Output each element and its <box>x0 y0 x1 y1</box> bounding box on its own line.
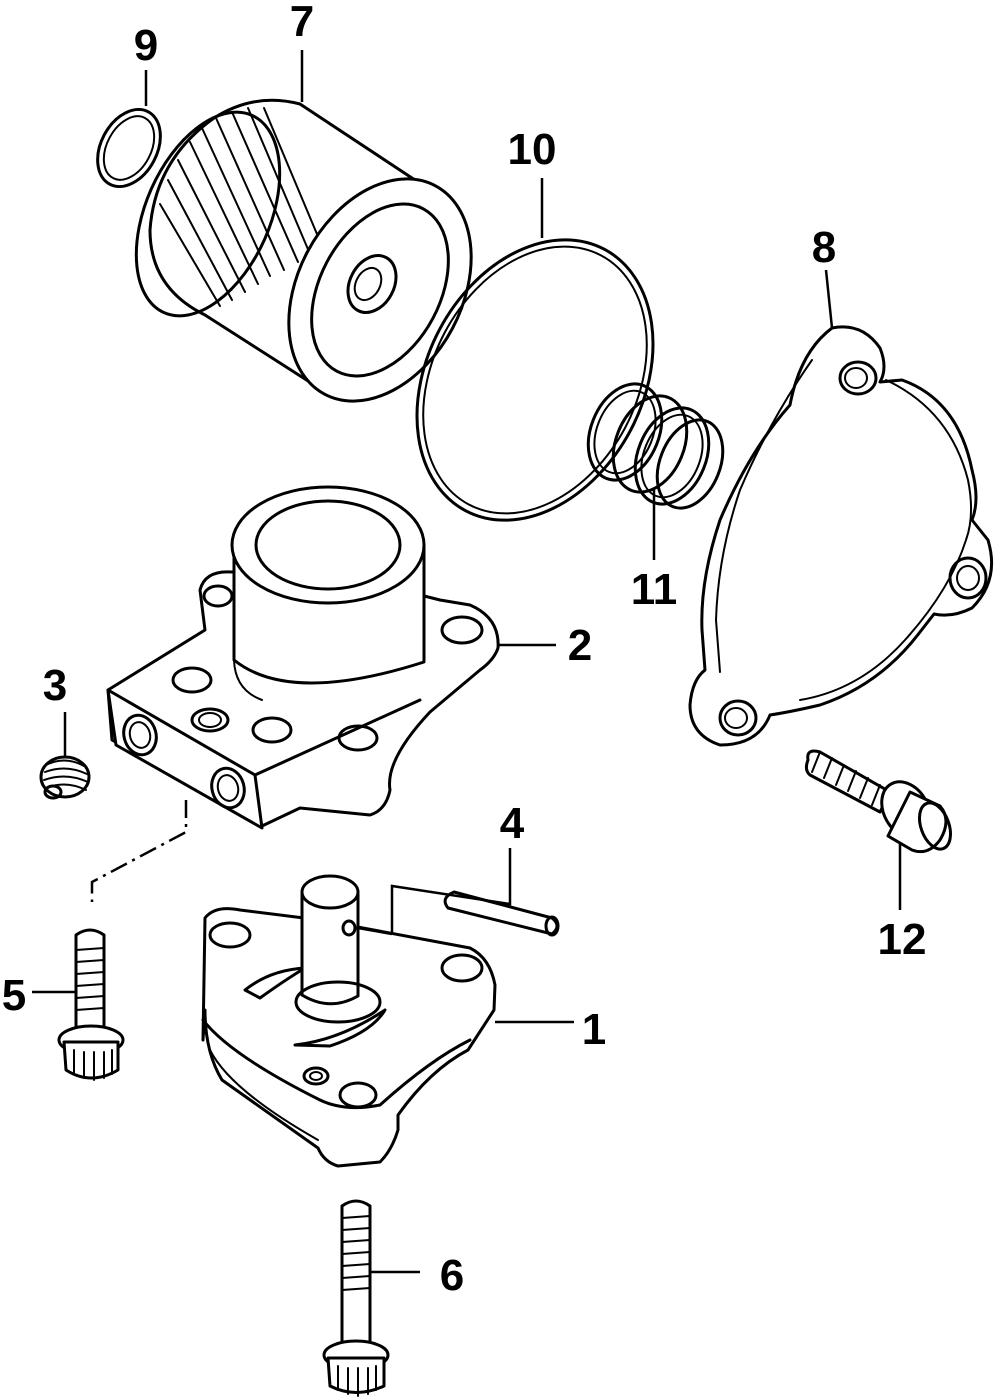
assembly-centerline <box>90 800 188 902</box>
callout-6: 6 <box>440 1251 464 1300</box>
callout-2: 2 <box>568 621 592 670</box>
leader-4 <box>390 848 512 934</box>
part-10-large-o-ring[interactable] <box>370 199 700 562</box>
part-1-pump-body[interactable] <box>201 874 497 1168</box>
callout-5: 5 <box>2 971 26 1020</box>
callout-4: 4 <box>500 799 525 848</box>
callout-3: 3 <box>43 661 67 710</box>
part-2-filter-housing[interactable] <box>106 485 500 830</box>
callout-7: 7 <box>290 0 314 46</box>
part-4-pin[interactable] <box>443 890 560 937</box>
part-9-o-ring[interactable] <box>85 99 173 198</box>
part-8-filter-cover[interactable] <box>688 325 994 747</box>
callout-10: 10 <box>508 125 557 174</box>
part-5-bolt[interactable] <box>57 928 125 1081</box>
part-6-long-bolt[interactable] <box>322 1199 390 1397</box>
part-3-plug[interactable] <box>39 755 91 800</box>
callout-labels: 9 7 10 8 11 2 3 4 5 1 6 12 <box>2 0 927 1300</box>
leader-lines <box>32 50 902 1274</box>
part-7-oil-filter[interactable] <box>107 90 507 433</box>
callout-11: 11 <box>631 565 678 614</box>
callout-1: 1 <box>582 1005 606 1054</box>
callout-9: 9 <box>134 21 158 70</box>
part-11-spring[interactable] <box>575 373 735 518</box>
leader-8 <box>824 269 834 329</box>
part-12-bolt[interactable] <box>804 749 956 854</box>
callout-12: 12 <box>878 915 927 964</box>
callout-8: 8 <box>812 223 836 272</box>
leader-4b <box>357 926 393 936</box>
